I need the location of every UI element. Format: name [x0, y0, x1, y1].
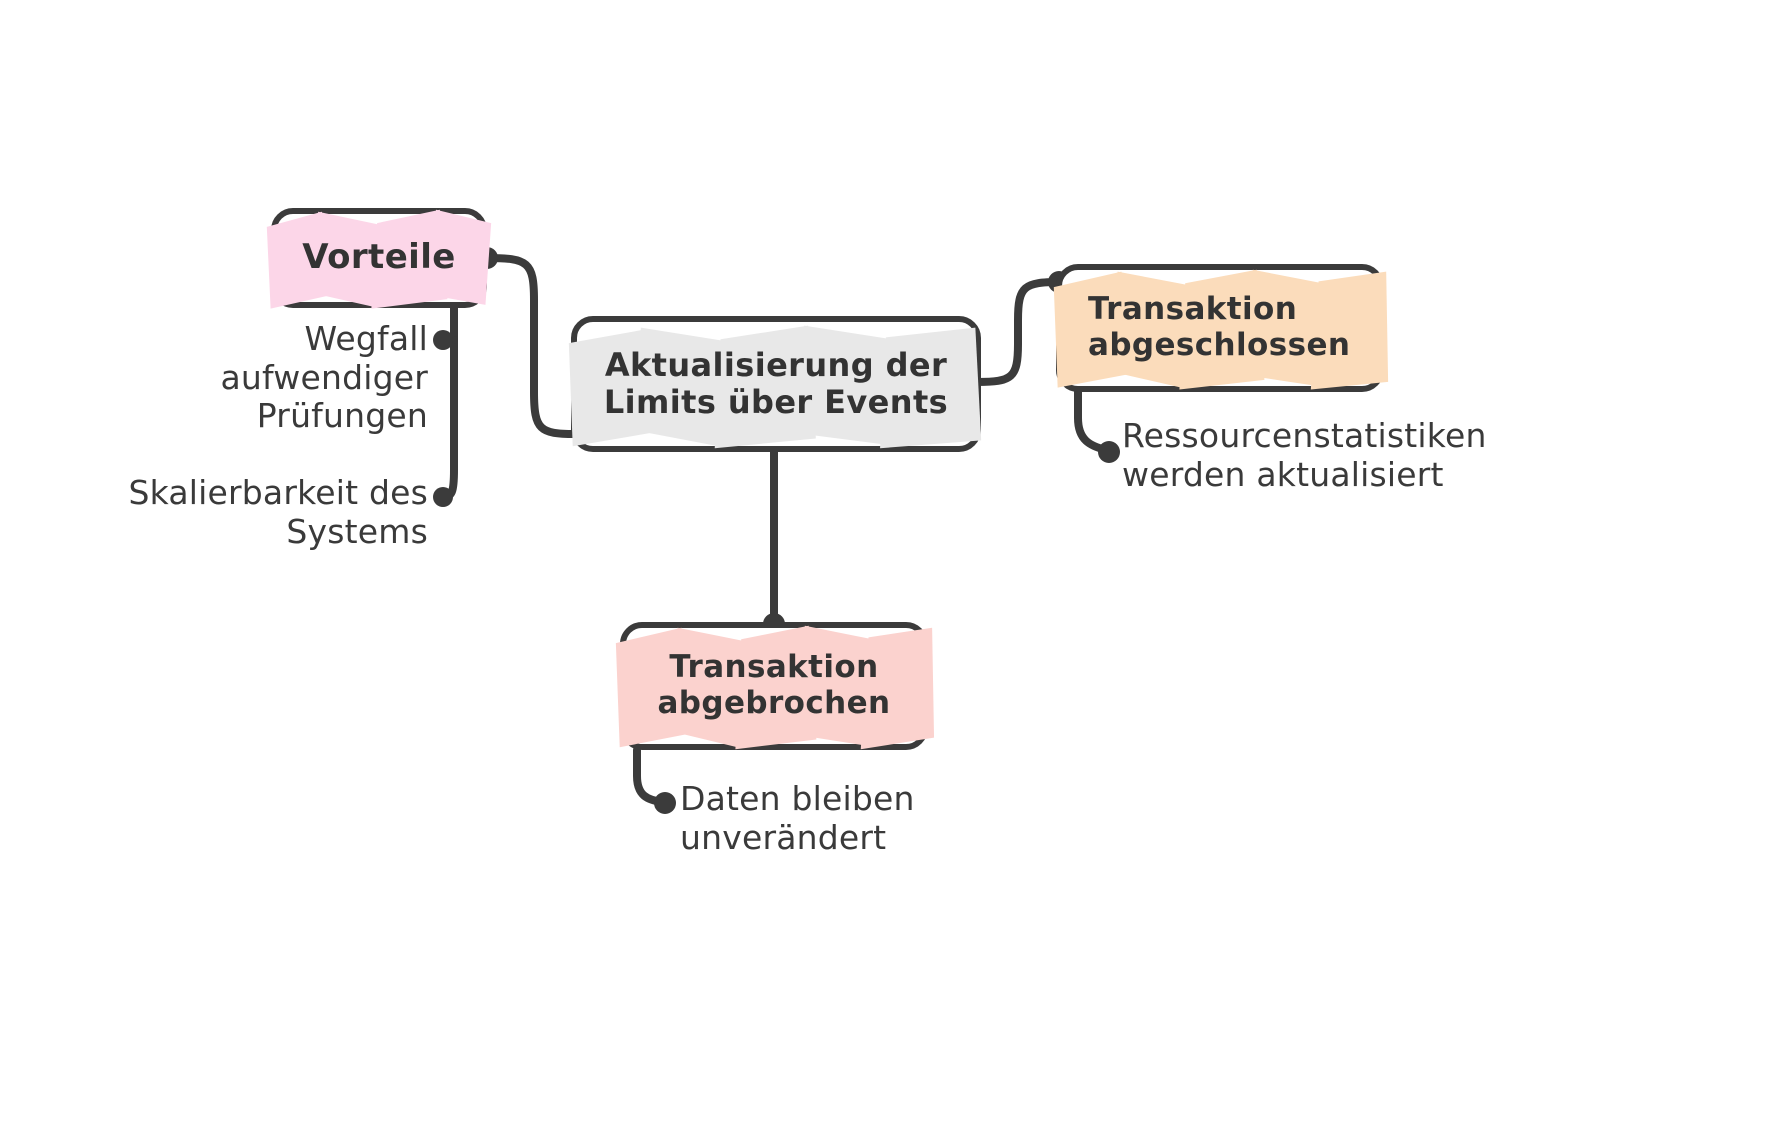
node-abgeschlossen[interactable]: Transaktion abgeschlossen [1053, 264, 1389, 392]
edge-central-abgeschlossen [973, 278, 1064, 386]
node-abgebrochen-label: Transaktion abgebrochen [657, 649, 891, 721]
node-abgeschlossen-label: Transaktion abgeschlossen [1088, 291, 1351, 363]
node-central-label: Aktualisierung der Limits über Events [603, 345, 949, 421]
dot-daten [654, 792, 676, 814]
edge-abgeschlossen-child [1074, 388, 1110, 454]
node-vorteile-label: Vorteile [302, 237, 456, 278]
dot-wegfall [433, 330, 453, 350]
node-vorteile[interactable]: Vorteile [266, 208, 492, 309]
node-abgebrochen[interactable]: Transaktion abgebrochen [615, 622, 935, 750]
leaf-wegfall[interactable]: Wegfall aufwendiger Prüfungen [220, 319, 428, 436]
dot-skalierbarkeit [433, 487, 453, 507]
edge-vorteile-central [483, 254, 579, 438]
edge-vorteile-spine [439, 292, 458, 501]
node-central[interactable]: Aktualisierung der Limits über Events [568, 316, 982, 452]
dot-ressourcen [1098, 441, 1120, 463]
leaf-ressourcen[interactable]: Ressourcenstatistiken werden aktualisier… [1122, 416, 1487, 494]
edge-abgebrochen-child [633, 746, 666, 806]
leaf-skalierbarkeit[interactable]: Skalierbarkeit des Systems [128, 473, 428, 551]
leaf-daten[interactable]: Daten bleiben unverändert [680, 779, 915, 857]
